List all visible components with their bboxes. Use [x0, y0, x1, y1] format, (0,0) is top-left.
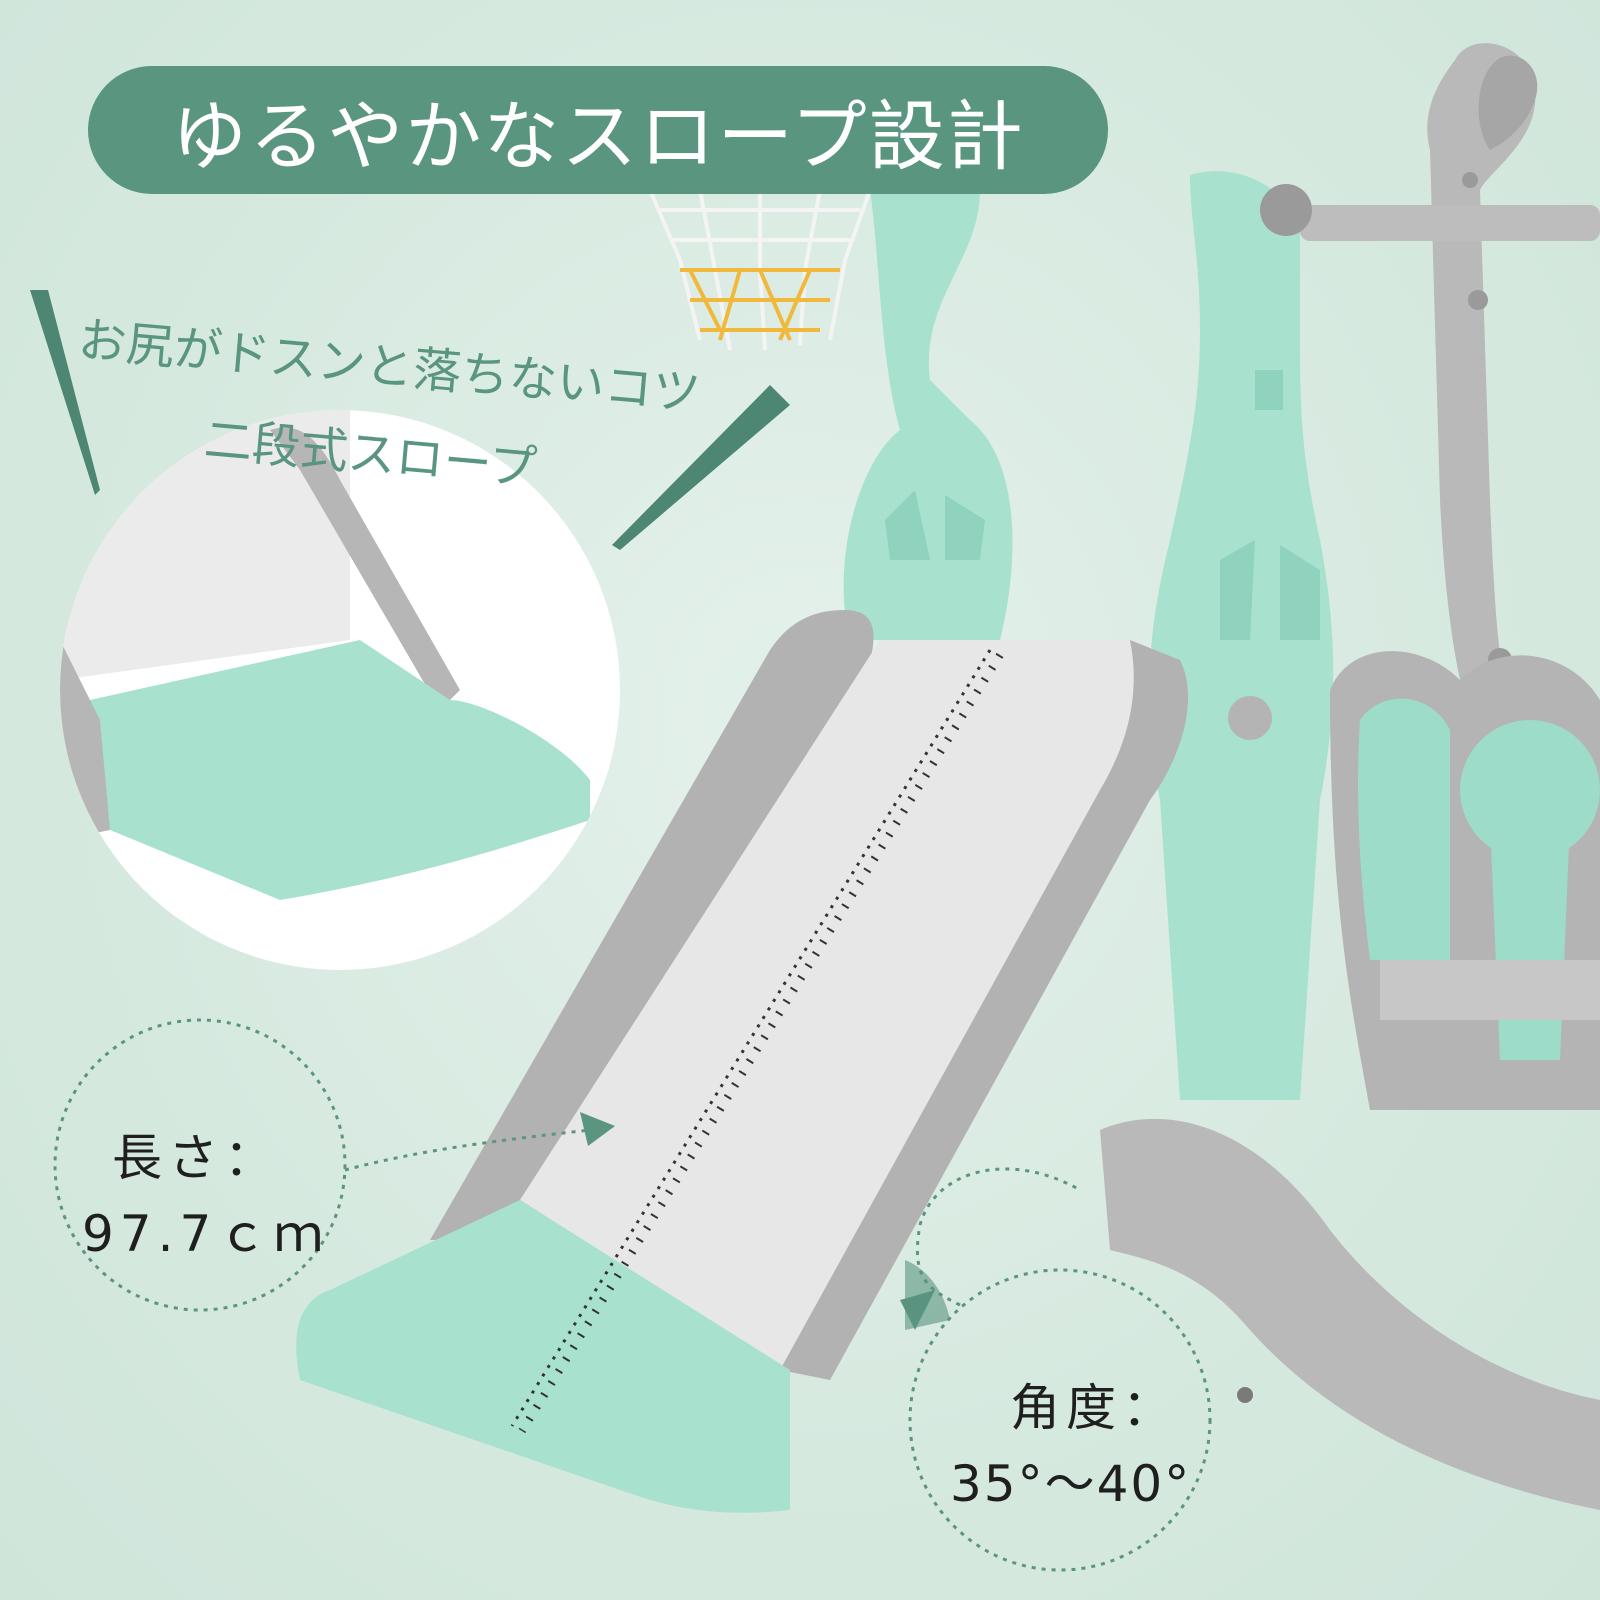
- headline: ゆるやかなスロープ設計: [171, 92, 1025, 181]
- length-callout-circle: [53, 1018, 347, 1312]
- angle-value: 35°～40°: [950, 1455, 1192, 1513]
- angle-wedge: [905, 1260, 950, 1330]
- length-arrowhead: [580, 1112, 615, 1146]
- zoom-detail: [60, 410, 620, 970]
- accent-stroke-left: [30, 290, 100, 495]
- angle-callout-circle: [908, 1268, 1212, 1572]
- left-pillar: [843, 190, 1013, 640]
- swing-seat: [1330, 651, 1600, 1110]
- right-pillar: [1149, 171, 1334, 1100]
- length-title: 長さ：: [112, 1129, 280, 1187]
- basketball-net: [648, 189, 872, 351]
- headline-banner: ゆるやかなスロープ設計: [88, 66, 1108, 194]
- accent-stroke-right: [612, 385, 790, 550]
- base-rail: [1100, 1118, 1600, 1510]
- slide: [296, 610, 1189, 1513]
- swing-bar: [1300, 205, 1600, 241]
- length-value: 97.7ｃｍ: [82, 1205, 330, 1263]
- angle-title: 角度：: [1010, 1379, 1178, 1437]
